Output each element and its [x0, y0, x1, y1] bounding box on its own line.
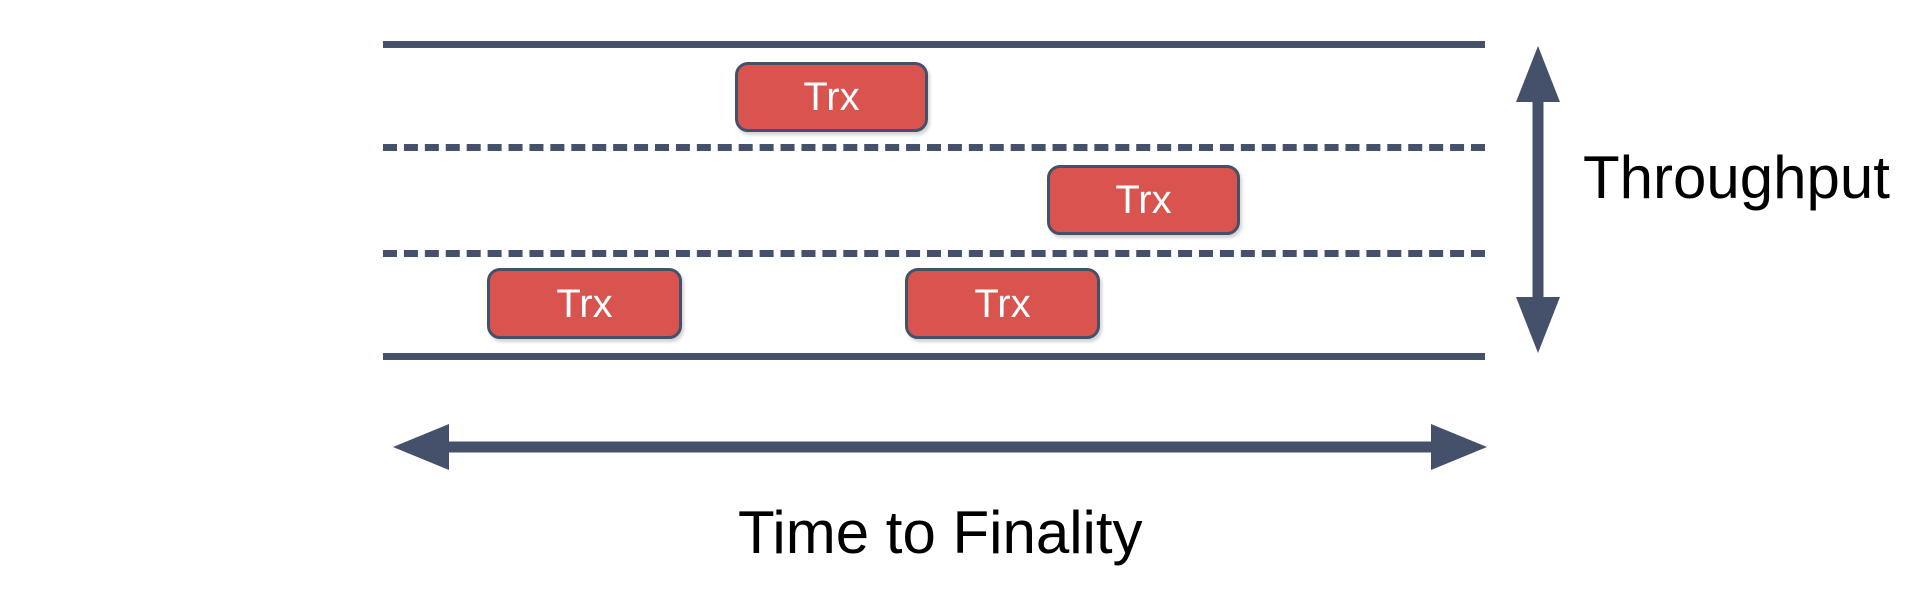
transaction-block[interactable]: Trx	[1047, 165, 1240, 235]
lane-line-bottom-solid	[383, 353, 1485, 360]
throughput-double-arrow-icon	[1516, 46, 1560, 353]
transaction-block-label: Trx	[1115, 178, 1172, 222]
lane-divider-upper	[383, 144, 1485, 151]
lane-divider-lower	[383, 250, 1485, 257]
time-to-finality-axis-label: Time to Finality	[738, 499, 1143, 566]
lane-line-top-solid	[383, 41, 1485, 48]
transaction-block-label: Trx	[974, 281, 1031, 326]
transaction-block[interactable]: Trx	[487, 268, 682, 339]
transaction-block-label: Trx	[556, 281, 613, 326]
transaction-block[interactable]: Trx	[735, 62, 928, 132]
throughput-axis-label: Throughput	[1583, 144, 1890, 211]
transaction-block[interactable]: Trx	[905, 268, 1100, 339]
time-to-finality-double-arrow-icon	[393, 424, 1487, 470]
transaction-block-label: Trx	[803, 75, 860, 119]
